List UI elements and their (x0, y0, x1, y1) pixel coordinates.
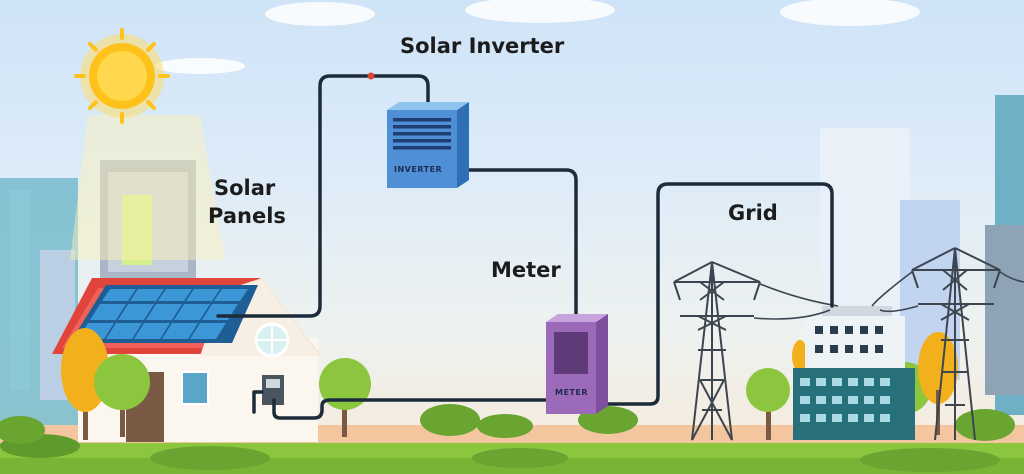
transmission-tower-left (673, 261, 761, 441)
inverter-device: INVERTER (387, 102, 469, 188)
solar-panels-label-line1: Solar (214, 176, 276, 200)
inverter-device-text: INVERTER (394, 165, 442, 174)
sun-icon (70, 28, 225, 260)
solar-panel-array (70, 285, 258, 343)
meter-label: Meter (491, 258, 561, 282)
solar-inverter-label: Solar Inverter (400, 34, 565, 58)
house-meter-box (262, 375, 284, 405)
transmission-tower-right (911, 247, 1001, 441)
bushes (0, 404, 1015, 444)
power-station (793, 306, 915, 440)
connection-wires (216, 74, 834, 420)
background-buildings (0, 95, 1024, 438)
wire-junction (367, 72, 375, 80)
clouds (155, 0, 920, 74)
solar-panels-label-line2: Panels (208, 204, 286, 228)
grid-label: Grid (728, 201, 778, 225)
meter-device-text: METER (555, 388, 588, 397)
meter-device: METER (546, 314, 608, 414)
